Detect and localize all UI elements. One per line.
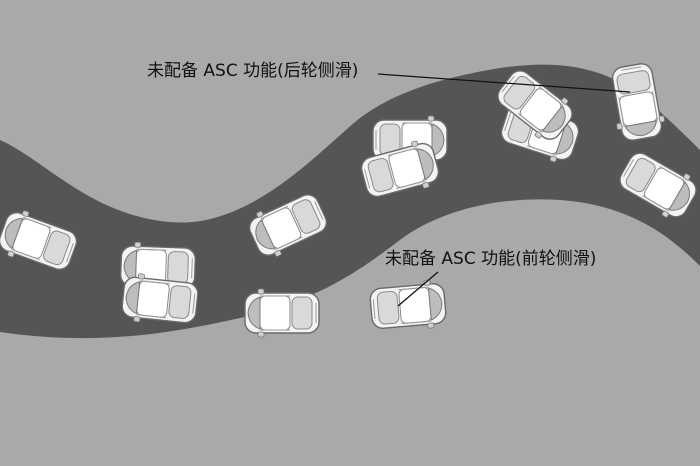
rear-slip-leader-line [377, 73, 631, 93]
road [0, 64, 700, 339]
car-icon [368, 278, 448, 334]
car-icon [244, 288, 320, 338]
front-slip-label: 未配备 ASC 功能(前轮侧滑) [385, 249, 597, 269]
front-slip-leader-line [397, 271, 439, 307]
rear-slip-label: 未配备 ASC 功能(后轮侧滑) [147, 61, 359, 81]
